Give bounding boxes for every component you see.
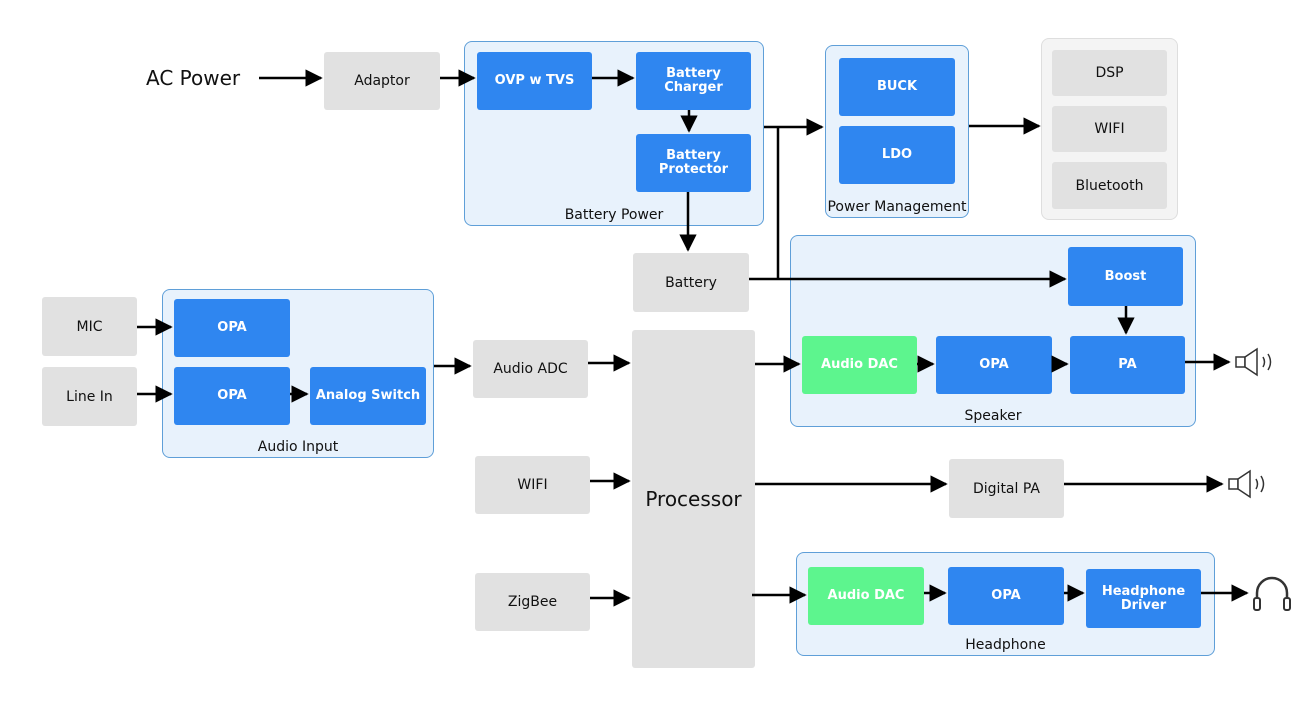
dsp-block: DSP [1052,50,1167,96]
speaker-icon [1235,347,1272,377]
opa-line-block: OPA [174,367,290,425]
headphone-dac-block: Audio DAC [808,567,924,625]
mic-block: MIC [42,297,137,356]
speaker-opa-block: OPA [936,336,1052,394]
wifi-load-block: WIFI [1052,106,1167,152]
battery-power-label: Battery Power [564,207,664,223]
headphone-driver-block: Headphone Driver [1086,569,1201,628]
ovp-block: OVP w TVS [477,52,592,110]
buck-block: BUCK [839,58,955,116]
headphones-icon [1253,576,1291,611]
battery-protector-block: Battery Protector [636,134,751,192]
headphone-opa-block: OPA [948,567,1064,625]
boost-block: Boost [1068,247,1183,306]
speaker-dac-block: Audio DAC [802,336,917,394]
analog-switch-block: Analog Switch [310,367,426,425]
zigbee-block: ZigBee [475,573,590,631]
speaker-icon [1228,469,1265,499]
bluetooth-block: Bluetooth [1052,162,1167,209]
digital-pa-block: Digital PA [949,459,1064,518]
battery-charger-block: Battery Charger [636,52,751,110]
ldo-block: LDO [839,126,955,184]
power-management-label: Power Management [827,199,967,215]
audio-adc-block: Audio ADC [473,340,588,398]
speaker-label: Speaker [964,408,1022,424]
audio-input-label: Audio Input [257,439,339,455]
headphone-label: Headphone [965,637,1046,653]
line-in-block: Line In [42,367,137,426]
adaptor-block: Adaptor [324,52,440,110]
battery-block: Battery [633,253,749,312]
opa-mic-block: OPA [174,299,290,357]
processor-block: Processor [632,330,755,668]
wifi-module-block: WIFI [475,456,590,514]
ac-power-label: AC Power [146,66,241,90]
speaker-pa-block: PA [1070,336,1185,394]
